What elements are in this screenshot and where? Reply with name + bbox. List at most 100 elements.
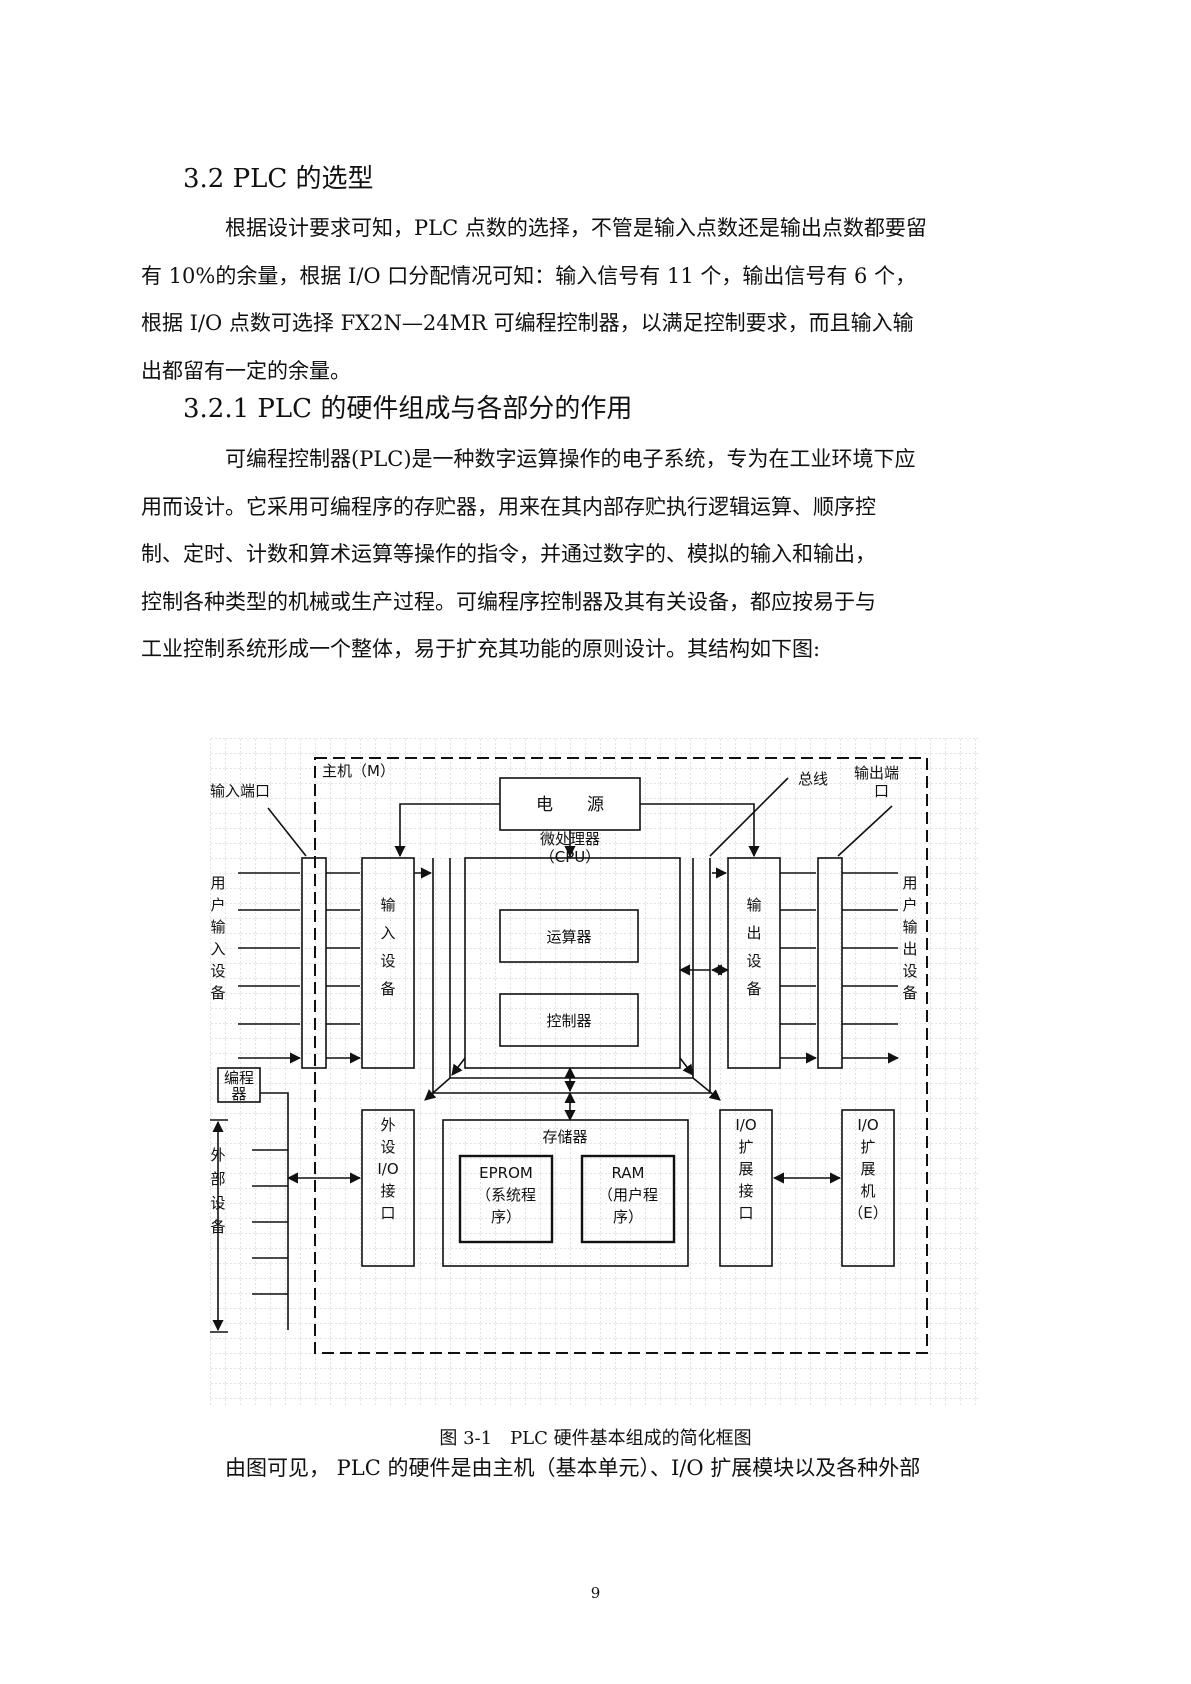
peripheral-io-char: 接 bbox=[380, 1182, 395, 1200]
external-char: 备 bbox=[210, 1218, 225, 1236]
output-device-box bbox=[727, 857, 781, 1069]
io-ext-interface-box bbox=[719, 1109, 773, 1267]
host-label: 主机（M） bbox=[322, 762, 395, 780]
ram-label-2: （用户程 bbox=[598, 1186, 658, 1204]
output-device-char: 备 bbox=[746, 980, 761, 998]
power-wire-right bbox=[640, 803, 760, 858]
memory-box bbox=[442, 1119, 689, 1267]
user-output-char: 用 bbox=[902, 874, 917, 892]
io-ext-if-char: I/O bbox=[735, 1116, 756, 1134]
user-input-char: 入 bbox=[210, 940, 225, 958]
host-frame bbox=[314, 757, 928, 1354]
text-line: 出都留有一定的余量。 bbox=[141, 358, 351, 383]
power-box bbox=[499, 777, 641, 831]
user-output-char: 备 bbox=[902, 984, 917, 1002]
programmer-label-1: 编程 bbox=[224, 1069, 254, 1087]
user-output-char: 出 bbox=[902, 940, 917, 958]
alu-label: 运算器 bbox=[546, 928, 591, 946]
cpu-bus-diag-r bbox=[679, 1057, 694, 1076]
text-line: 根据 I/O 点数可选择 FX2N—24MR 可编程控制器，以满足控制要求，而且… bbox=[141, 311, 914, 335]
input-device-char: 设 bbox=[380, 952, 395, 970]
output-device-char: 出 bbox=[746, 924, 761, 942]
input-port-leader bbox=[267, 807, 307, 857]
peripheral-io-char: I/O bbox=[377, 1160, 398, 1178]
programmer-line bbox=[260, 1092, 289, 1330]
text-line: 有 10%的余量，根据 I/O 口分配情况可知：输入信号有 11 个，输出信号有… bbox=[141, 263, 917, 288]
input-device-char: 备 bbox=[380, 980, 395, 998]
io-ext-unit-char: 机 bbox=[860, 1182, 875, 1200]
input-device-char: 入 bbox=[380, 924, 395, 942]
eprom-label-1: EPROM bbox=[479, 1164, 533, 1182]
controller-box bbox=[499, 993, 639, 1047]
section-heading-3-2: 3.2 PLC 的选型 bbox=[183, 164, 374, 194]
alu-box bbox=[499, 909, 639, 963]
io-ext-unit-char: （E） bbox=[848, 1204, 887, 1222]
bus-to-ioext bbox=[692, 1077, 721, 1101]
input-arrows-row bbox=[238, 872, 300, 1058]
plc-block-diagram: 主机（M） 电 源 总线 输入端口 输出端 口 微处理器 （CPU） 运算器 控… bbox=[210, 738, 980, 1406]
output-device-char: 设 bbox=[746, 952, 761, 970]
page-number: 9 bbox=[590, 1584, 601, 1602]
external-char: 设 bbox=[210, 1194, 225, 1212]
output-port-strip bbox=[817, 857, 843, 1069]
power-wire-left bbox=[394, 803, 500, 858]
paragraph-plc-selection: 根据设计要求可知，PLC 点数的选择，不管是输入点数还是输出点数都要留 有 10… bbox=[141, 205, 1013, 395]
input-device-char: 输 bbox=[380, 896, 395, 914]
peripheral-io-char: 口 bbox=[380, 1204, 395, 1222]
text-line: 制、定时、计数和算术运算等操作的指令，并通过数字的、模拟的输入和输出， bbox=[141, 542, 876, 566]
memory-label: 存储器 bbox=[542, 1128, 587, 1146]
user-output-char: 户 bbox=[902, 896, 917, 914]
input-device-box bbox=[361, 857, 415, 1069]
controller-label: 控制器 bbox=[546, 1012, 591, 1030]
io-ext-unit-char: I/O bbox=[857, 1116, 878, 1134]
programmer-label-2: 器 bbox=[231, 1085, 246, 1103]
cpu-label-2: （CPU） bbox=[540, 848, 601, 866]
output-device-char: 输 bbox=[746, 896, 761, 914]
user-input-char: 输 bbox=[210, 918, 225, 936]
figure-caption: 图 3-1 PLC 硬件基本组成的简化框图 bbox=[439, 1428, 752, 1449]
cpu-label-1: 微处理器 bbox=[540, 830, 600, 848]
bus-leader bbox=[709, 777, 789, 857]
text-line: 根据设计要求可知，PLC 点数的选择，不管是输入点数还是输出点数都要留 bbox=[225, 216, 927, 240]
external-ticks bbox=[252, 1149, 288, 1295]
peripheral-io-box bbox=[361, 1109, 415, 1267]
io-ext-unit-char: 扩 bbox=[860, 1138, 875, 1156]
user-input-char: 备 bbox=[210, 984, 225, 1002]
output-to-port-arrows bbox=[780, 872, 816, 1058]
io-ext-if-char: 口 bbox=[738, 1204, 753, 1222]
text-line: 控制各种类型的机械或生产过程。可编程序控制器及其有关设备，都应按易于与 bbox=[141, 589, 876, 614]
user-output-char: 输 bbox=[902, 918, 917, 936]
io-ext-unit-char: 展 bbox=[860, 1160, 875, 1178]
bus-to-peripheral bbox=[424, 1077, 451, 1101]
peripheral-io-char: 外 bbox=[380, 1116, 395, 1134]
cpu-bus-diag-l bbox=[451, 1057, 466, 1076]
input-to-device-arrows bbox=[326, 872, 360, 1058]
input-port-label: 输入端口 bbox=[210, 782, 270, 800]
ram-label-3: 序） bbox=[613, 1208, 643, 1226]
eprom-label-2: （系统程 bbox=[476, 1186, 536, 1204]
power-label: 电 源 bbox=[536, 795, 604, 815]
eprom-box bbox=[458, 1154, 554, 1244]
peripheral-io-char: 设 bbox=[380, 1138, 395, 1156]
user-input-char: 用 bbox=[210, 874, 225, 892]
output-arrows-row bbox=[842, 872, 898, 1058]
text-line: 工业控制系统形成一个整体，易于扩充其功能的原则设计。其结构如下图: bbox=[141, 637, 821, 661]
text-line: 用而设计。它采用可编程序的存贮器，用来在其内部存贮执行逻辑运算、顺序控 bbox=[141, 494, 876, 519]
bus-label: 总线 bbox=[798, 770, 828, 788]
user-output-char: 设 bbox=[902, 962, 917, 980]
user-input-char: 户 bbox=[210, 896, 225, 914]
text-line: 可编程控制器(PLC)是一种数字运算操作的电子系统，专为在工业环境下应 bbox=[225, 447, 916, 471]
io-ext-unit-box bbox=[841, 1109, 895, 1267]
paragraph-plc-hardware: 可编程控制器(PLC)是一种数字运算操作的电子系统，专为在工业环境下应 用而设计… bbox=[141, 436, 1013, 674]
user-input-char: 设 bbox=[210, 962, 225, 980]
grid-background bbox=[210, 738, 980, 1406]
io-ext-if-char: 展 bbox=[738, 1160, 753, 1178]
output-port-label-1: 输出端 bbox=[854, 764, 899, 782]
io-ext-if-char: 扩 bbox=[738, 1138, 753, 1156]
text-line: 由图可见， PLC 的硬件是由主机（基本单元）、I/O 扩展模块以及各种外部 bbox=[225, 1456, 921, 1480]
programmer-box bbox=[217, 1067, 261, 1103]
output-port-leader bbox=[837, 805, 893, 857]
external-caps bbox=[210, 1119, 228, 1333]
section-heading-3-2-1: 3.2.1 PLC 的硬件组成与各部分的作用 bbox=[183, 394, 633, 424]
eprom-label-3: 序） bbox=[491, 1208, 521, 1226]
